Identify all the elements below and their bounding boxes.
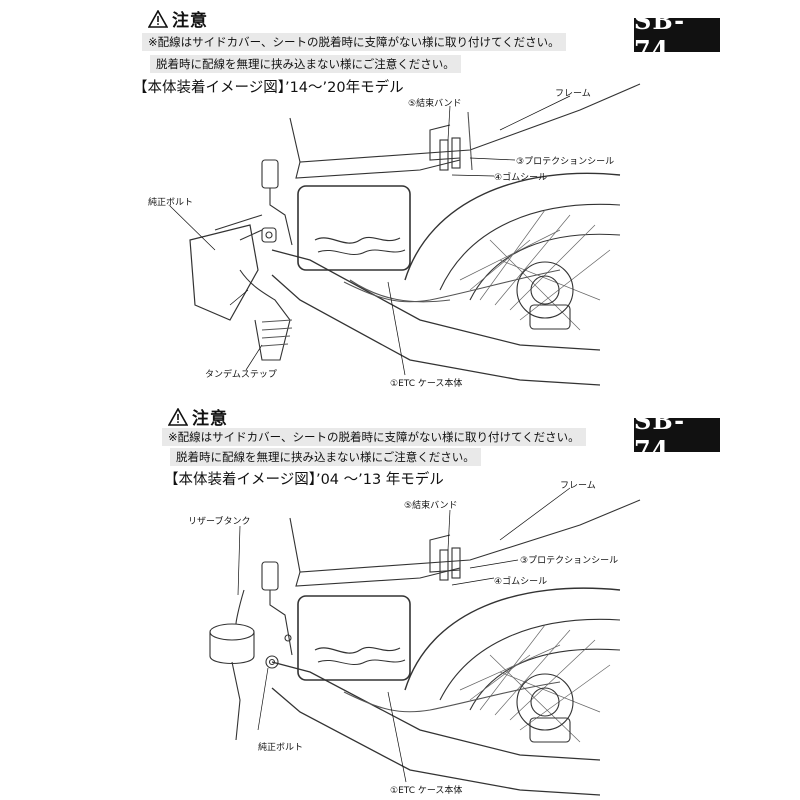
callout-protection-seal: ③プロテクションシール [516, 157, 615, 167]
callout-rubber-seal: ④ゴムシール [494, 577, 548, 587]
wiring-note-line-1: ※配線はサイドカバー、シートの脱着時に支障がない様に取り付けてください。 [162, 428, 586, 446]
callout-reservoir-tank: リザーブタンク [188, 517, 251, 527]
wiring-note-line-2: 脱着時に配線を無理に挟み込まない様にご注意ください。 [150, 55, 461, 73]
callout-etc-case: ①ETC ケース本体 [390, 786, 463, 796]
wiring-note-line-2: 脱着時に配線を無理に挟み込まない様にご注意ください。 [170, 448, 481, 466]
diagram-heading: 【本体装着イメージ図】’04 ～’13 年モデル [164, 472, 444, 488]
caution-header: 注意 [148, 6, 208, 31]
callout-frame: フレーム [560, 481, 596, 491]
callout-rubber-seal: ④ゴムシール [494, 173, 548, 183]
installation-illustration [209, 487, 641, 796]
wiring-note-line-1: ※配線はサイドカバー、シートの脱着時に支障がない様に取り付けてください。 [142, 33, 566, 51]
install-panel-2004-2013: 注意 ※配線はサイドカバー、シートの脱着時に支障がない様に取り付けてください。 … [0, 400, 800, 800]
warning-icon [168, 407, 188, 426]
callout-etc-case: ①ETC ケース本体 [390, 379, 463, 389]
callout-genuine-bolt: 純正ボルト [258, 743, 304, 753]
caution-header: 注意 [168, 404, 228, 429]
callout-tandem-step: タンデムステップ [205, 370, 277, 380]
installation-illustration [169, 83, 641, 386]
callout-band: ⑤結束バンド [408, 99, 462, 109]
caution-title: 注意 [192, 409, 228, 429]
model-badge: SB-74 [634, 6, 720, 64]
callout-frame: フレーム [555, 89, 591, 99]
caution-title: 注意 [172, 11, 208, 31]
install-panel-2014-2020: 注意 ※配線はサイドカバー、シートの脱着時に支障がない様に取り付けてください。 … [133, 6, 720, 389]
callout-genuine-bolt: 純正ボルト [148, 198, 194, 208]
callout-band: ⑤結束バンド [404, 501, 458, 511]
callout-protection-seal: ③プロテクションシール [520, 556, 619, 566]
diagram-heading: 【本体装着イメージ図】’14～’20年モデル [133, 80, 404, 96]
warning-icon [148, 9, 168, 28]
